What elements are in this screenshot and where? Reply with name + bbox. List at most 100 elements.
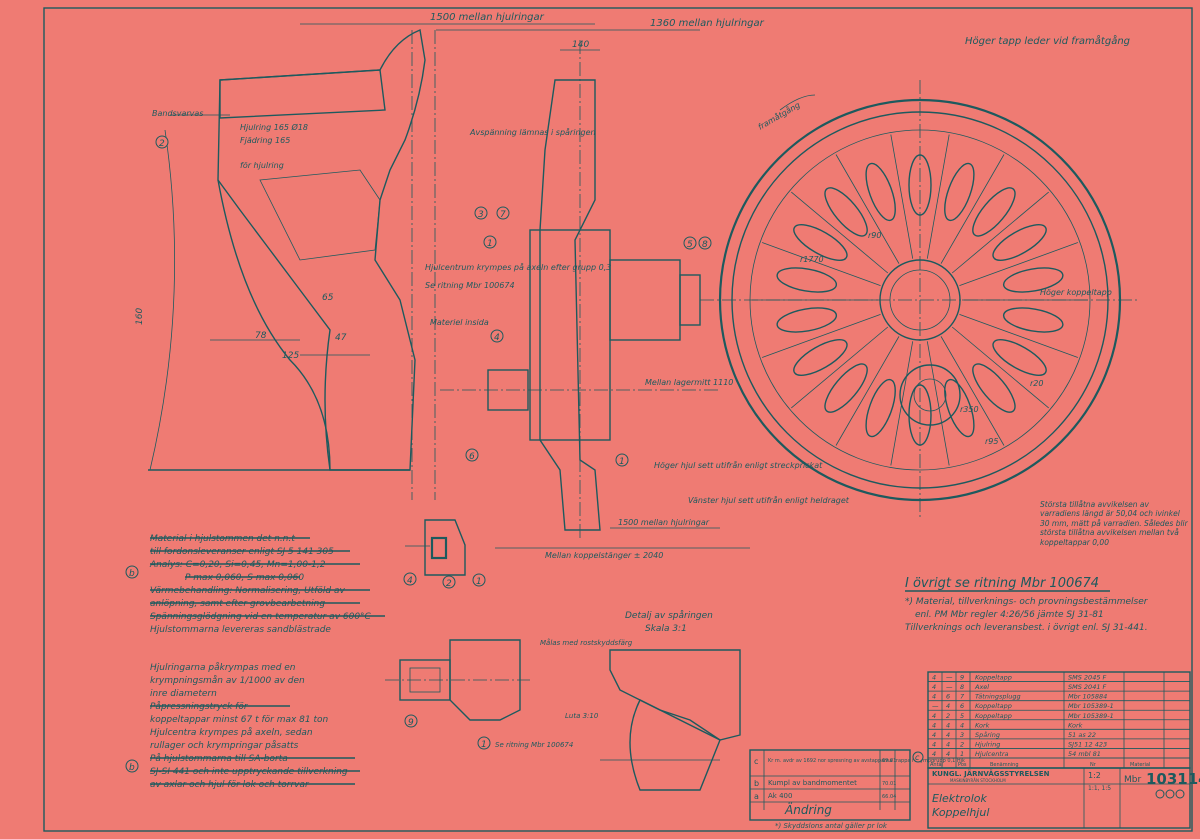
wheel-spoke <box>890 341 914 466</box>
parts-qty: 4 <box>932 693 936 701</box>
wheel-spokes <box>752 134 1088 466</box>
wheel-spoke <box>959 242 1079 287</box>
svg-text:8: 8 <box>702 240 708 250</box>
parts-pos: 5 <box>960 712 964 720</box>
material-note-5: anlöpning, samt efter grovbearbetning <box>150 599 325 609</box>
dim-125: 125 <box>282 351 299 361</box>
ovrigt-title: I övrigt se ritning Mbr 100674 <box>905 576 1099 591</box>
dim-1500-kop: 1500 mellan hjulringar <box>618 518 710 527</box>
svg-text:c: c <box>915 753 920 762</box>
revision-label: Ändring <box>784 802 832 817</box>
wheel-spoke-holes <box>776 154 1064 446</box>
detail-title: Detalj av spåringen <box>625 610 713 621</box>
material-note-2: Analys: C=0,20, Si=0,45, Mn=1,00-1,2 <box>149 560 326 570</box>
svg-text:2: 2 <box>159 139 165 149</box>
wheel-spoke-hole <box>972 363 1016 413</box>
storsta-tillatna-text: Största tillåtna avvikelsen av varradien… <box>1040 500 1188 547</box>
parts-header-nr: Nr <box>1090 762 1097 768</box>
parts-qty: — <box>932 702 939 710</box>
rev-date-a: 66.04 <box>882 794 896 800</box>
label-hoger-koppeltapp: Höger koppeltapp <box>1040 288 1112 297</box>
parts-pos: 1 <box>960 750 964 758</box>
rev-text-c: Kr m. avdr av 1692 nor spresning av avst… <box>768 758 965 764</box>
rev-mark-a: a <box>754 792 759 801</box>
parts-qty: 4 <box>932 731 936 739</box>
sheet-border <box>43 7 1193 832</box>
parts-ref: SMS 2045 F <box>1068 674 1107 682</box>
wheel-spoke-hole <box>1002 307 1064 333</box>
material-note-7: Hjulstommarna levereras sandblästrade <box>150 625 331 635</box>
material-note-6: Spänningsglödgning vid en temperatur av … <box>150 612 372 622</box>
wheel-spoke-hole <box>944 162 975 222</box>
parts-pos: 3 <box>960 731 964 739</box>
parts-name: Koppeltapp <box>975 674 1012 682</box>
dim-78: 78 <box>255 331 267 341</box>
mounting-notes: Hjulringarna påkrympas med en krympnings… <box>125 662 360 790</box>
tolerance-note: Största tillåtna avvikelsen av varradien… <box>1040 500 1188 547</box>
dim-1110: Mellan lagermitt 1110 <box>645 378 733 387</box>
wheel-spoke <box>791 191 889 274</box>
title-line-1: Elektrolok <box>932 792 987 805</box>
parts-name: Hjulring <box>975 740 1000 748</box>
mounting-note-5: Hjulcentra krympes på axeln, sedan <box>150 727 313 738</box>
parts-ref: Mbr 105389-1 <box>1068 712 1114 720</box>
wheel-spoke <box>951 326 1049 409</box>
dim-140: 140 <box>572 40 589 50</box>
dim-160: 160 <box>135 308 145 325</box>
label-hjulcentrum: Hjulcentrum krympes på axeln efter grupp… <box>425 262 611 272</box>
wheel-spoke <box>835 336 900 446</box>
revision-marks-circles <box>1155 789 1185 799</box>
parts-ref: 51 as 22 <box>1068 731 1096 739</box>
top-note: Höger tapp leder vid framåtgång <box>965 34 1130 47</box>
wheel-front-view: r1770 r90 r350 r95 r20 Höger koppeltapp … <box>700 80 1140 520</box>
wheel-spoke <box>835 154 900 264</box>
svg-text:1: 1 <box>481 740 487 750</box>
dim-65: 65 <box>322 293 334 303</box>
parts-qty2: 4 <box>946 731 950 739</box>
parts-qty2: — <box>946 683 953 691</box>
dim-1500-hjulring: 1500 mellan hjulringar <box>430 12 545 23</box>
parts-qty: 4 <box>932 740 936 748</box>
wheel-spoke-hole <box>824 187 868 237</box>
parts-qty2: 4 <box>946 750 950 758</box>
mounting-note-0: Hjulringarna påkrympas med en <box>150 662 296 673</box>
parts-name: Koppeltapp <box>975 712 1012 720</box>
label-for-hjulring: för hjulring <box>240 161 284 170</box>
mounting-note-9: av axlar och hjul för lok och torrvar <box>150 780 310 790</box>
dim-r1770: r1770 <box>800 255 824 264</box>
label-bandsvarv: Bandsvarvas <box>152 109 203 118</box>
ovrigt-note-3: Tillverknings och leveransbest. i övrigt… <box>905 623 1148 633</box>
label-se-ritning-2: Se ritning Mbr 100674 <box>495 741 573 749</box>
title-line-2: Koppelhjul <box>932 806 989 819</box>
wheel-spoke <box>926 134 950 259</box>
parts-qty: 4 <box>932 721 936 729</box>
parts-header-benamning: Benämning <box>990 762 1019 768</box>
rev-text-b: Kumpl av bandmomentet <box>768 779 857 787</box>
small-key-section: 4 2 1 <box>403 519 486 589</box>
dim-2040: Mellan koppelstänger ± 2040 <box>545 551 663 560</box>
parts-pos: 2 <box>960 740 964 748</box>
parts-pos: 7 <box>960 693 965 701</box>
parts-ref: SJ51 12 423 <box>1068 740 1107 748</box>
wheel-spoke-hole <box>865 378 896 438</box>
drawing-number: 103114 <box>1146 770 1200 788</box>
revision-footnote: *) Skyddslons antal gäller pr lok <box>775 822 888 830</box>
wheel-spoke-hole <box>793 339 848 376</box>
detail-scale: Skala 3:1 <box>645 624 687 634</box>
dim-r20: r20 <box>1030 379 1043 388</box>
authority-subtitle: MASKINBYRÅN STOCKHOLM <box>950 778 1006 783</box>
dim-r95: r95 <box>985 437 998 446</box>
svg-text:9: 9 <box>408 718 414 728</box>
parts-ref: Mbr 105884 <box>1068 693 1107 701</box>
wheel-spoke <box>959 313 1079 358</box>
parts-ref: Mbr 105389-1 <box>1068 702 1114 710</box>
wheel-spoke-hole <box>793 224 848 261</box>
svg-text:1: 1 <box>619 457 625 467</box>
material-note-4: Värmebehandling: Normalisering, Utföld a… <box>150 586 345 596</box>
parts-header-pos: Pos <box>958 762 967 768</box>
parts-ref: SMS 2041 F <box>1068 683 1107 691</box>
parts-header-antal: Antal <box>930 762 943 768</box>
